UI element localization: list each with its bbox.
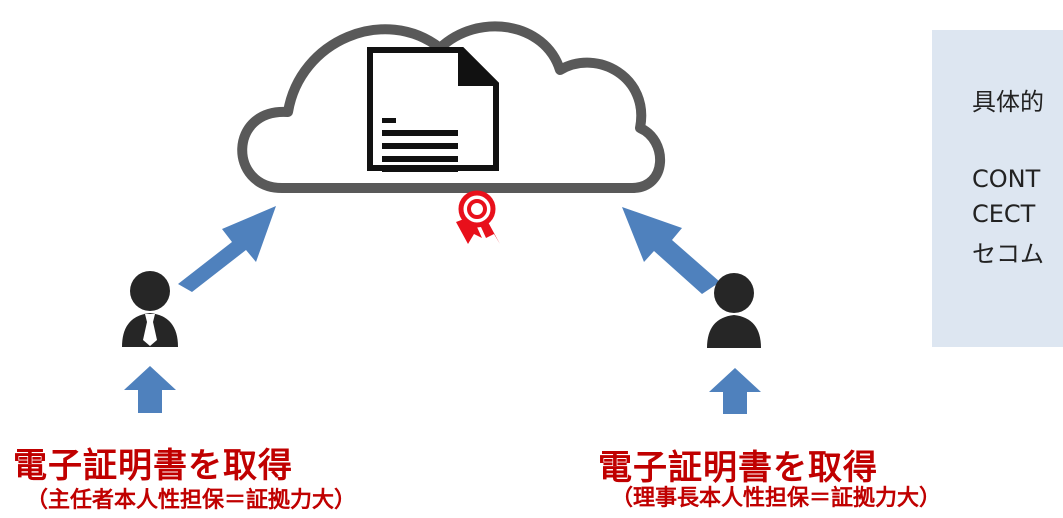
right-certificate-label: 電子証明書を取得 bbox=[598, 448, 878, 488]
document-icon bbox=[367, 47, 499, 172]
right-guarantee-note: （理事長本人性担保＝証拠力大） bbox=[611, 486, 942, 511]
person-with-tie-icon bbox=[122, 271, 178, 347]
info-line-heading: 具体的 bbox=[972, 88, 1044, 116]
info-box: 具体的 CONT CECT セコム bbox=[932, 30, 1063, 347]
person-icon bbox=[707, 273, 761, 348]
arrow-icon bbox=[709, 368, 761, 414]
info-line-3: セコム bbox=[972, 240, 1044, 268]
arrow-icon bbox=[622, 207, 720, 294]
arrow-icon bbox=[178, 206, 276, 292]
info-line-2: CECT bbox=[972, 200, 1036, 228]
info-line-1: CONT bbox=[972, 165, 1041, 193]
left-guarantee-note: （主任者本人性担保＝証拠力大） bbox=[26, 488, 357, 513]
arrow-icon bbox=[124, 366, 176, 413]
certificate-seal-icon bbox=[456, 190, 500, 244]
left-certificate-label: 電子証明書を取得 bbox=[13, 446, 293, 486]
